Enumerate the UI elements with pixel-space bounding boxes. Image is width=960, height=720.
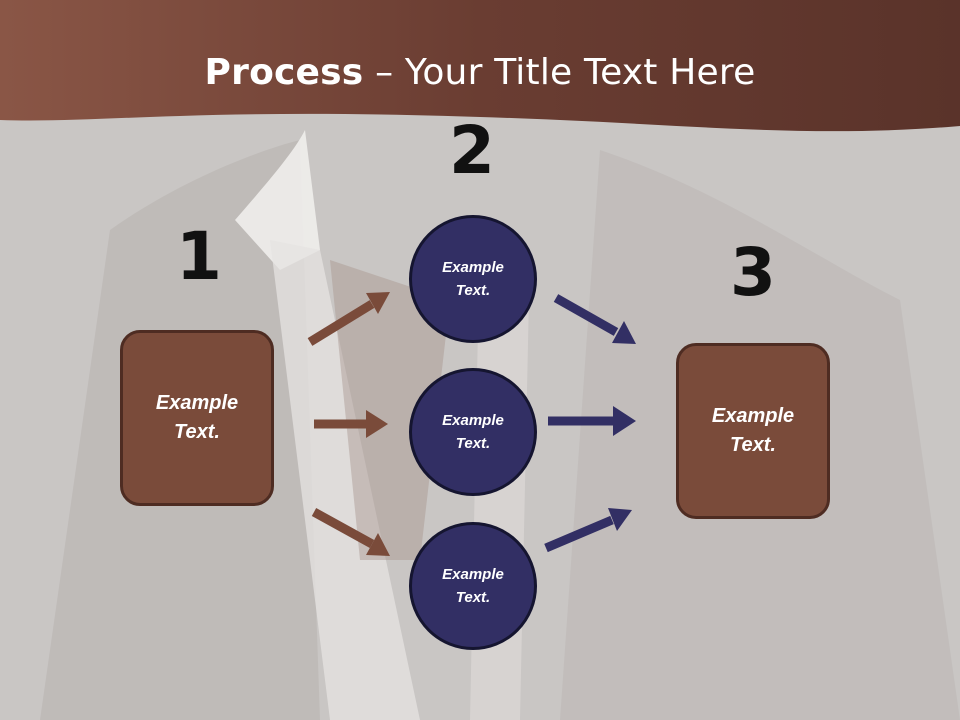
arrow-left-to-bottom: [311, 508, 390, 556]
step-circle-bottom-label: Example Text.: [442, 566, 504, 606]
shirt-collar-left: [235, 130, 320, 270]
slide-title: Process – Your Title Text Here: [0, 52, 960, 93]
title-rest: – Your Title Text Here: [363, 52, 756, 93]
step-circle-middle: Example Text.: [409, 368, 537, 496]
right-step-box: Example Text.: [676, 343, 830, 519]
step-circle-top: Example Text.: [409, 215, 537, 343]
arrow-left-to-top: [307, 292, 390, 346]
header-band: [0, 0, 960, 132]
arrow-left-to-middle: [314, 410, 388, 438]
arrow-middle-to-right: [548, 406, 636, 436]
arrow-bottom-to-right: [544, 508, 632, 553]
step-circle-bottom: Example Text.: [409, 522, 537, 650]
step-number-1: 1: [176, 218, 222, 295]
step-circle-top-label: Example Text.: [442, 259, 504, 299]
tie-shape: [330, 260, 450, 560]
left-step-label: Example Text.: [155, 392, 239, 443]
arrow-top-to-right: [553, 294, 636, 344]
step-circle-middle-label: Example Text.: [442, 412, 504, 452]
shirt-front: [270, 240, 420, 720]
left-step-box: Example Text.: [120, 330, 274, 506]
step-number-3: 3: [730, 234, 776, 311]
step-number-2: 2: [449, 112, 495, 189]
title-bold: Process: [204, 52, 364, 93]
right-step-label: Example Text.: [711, 405, 795, 456]
